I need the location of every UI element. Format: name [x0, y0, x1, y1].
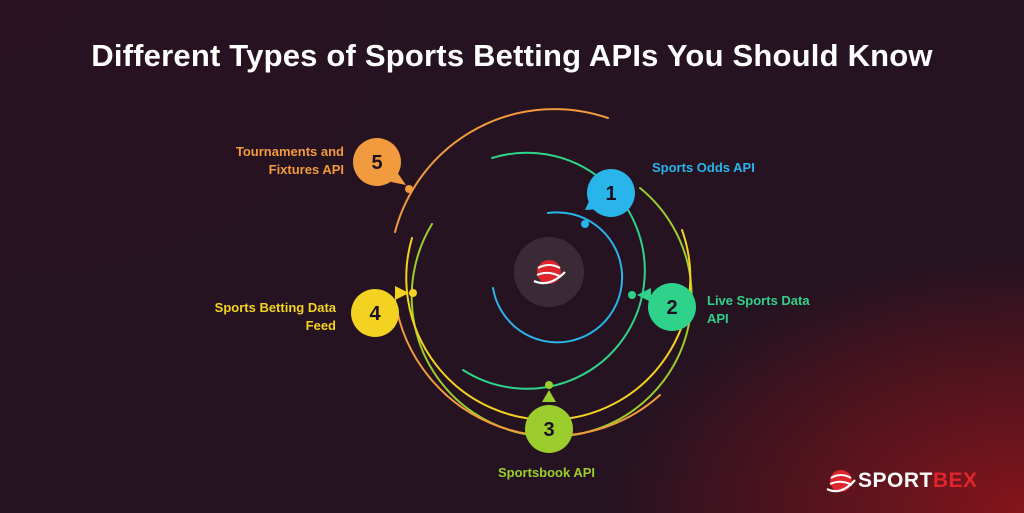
label-2-line2: API [707, 311, 729, 326]
marker-1: 1 [585, 169, 635, 217]
marker-2-pointer [637, 288, 651, 302]
center-logo [514, 237, 584, 307]
label-5-line2: Fixtures API [268, 162, 344, 177]
marker-4-bubble [351, 289, 399, 337]
marker-4-pointer [395, 286, 409, 300]
marker-5-pointer [391, 172, 406, 185]
label-3-line1: Sportsbook API [498, 465, 596, 480]
label-2-line1: Live Sports Data [707, 293, 810, 308]
marker-3: 3 [525, 390, 573, 453]
orbit-arc-1 [492, 211, 624, 344]
page-title: Different Types of Sports Betting APIs Y… [91, 38, 933, 73]
marker-4-number: 4 [369, 303, 381, 325]
label-3: Sportsbook API [498, 464, 595, 482]
label-1: Sports Odds API [652, 159, 755, 177]
marker-5-bubble [353, 138, 401, 186]
marker-3-pointer [542, 390, 556, 402]
marker-3-bubble [525, 405, 573, 453]
marker-4: 4 [351, 286, 409, 337]
label-1-line1: Sports Odds API [652, 160, 755, 175]
label-4-line1: Sports Betting Data [214, 300, 336, 315]
brand-part1: SPORT [858, 469, 933, 492]
label-5-line1: Tournaments and [235, 144, 344, 159]
brand-wordmark: SPORTBEX [858, 469, 978, 493]
connector-dot-3 [545, 381, 553, 389]
connector-dot-1 [581, 220, 589, 228]
label-5: Tournaments and Fixtures API [194, 143, 344, 179]
label-4-line2: Feed [305, 318, 336, 333]
orbit-arc-5 [394, 108, 609, 233]
marker-1-number: 1 [605, 183, 616, 205]
label-2: Live Sports Data API [707, 292, 810, 328]
orbit-arc-2 [462, 151, 646, 390]
connector-dot-4 [409, 289, 417, 297]
brand-part2: BEX [932, 469, 978, 492]
brand-logo: SPORTBEX [826, 466, 1006, 496]
marker-2-bubble [648, 283, 696, 331]
sportbex-globe-icon [826, 470, 856, 493]
orbit-arc-5b [394, 299, 661, 437]
marker-5: 5 [353, 138, 406, 186]
marker-3-number: 3 [543, 419, 554, 441]
marker-2-number: 2 [666, 297, 677, 319]
connector-dot-2 [628, 291, 636, 299]
connector-dot-5 [405, 185, 413, 193]
marker-2: 2 [637, 283, 696, 331]
label-4: Sports Betting Data Feed [186, 299, 336, 335]
marker-5-number: 5 [371, 152, 382, 174]
marker-1-bubble [587, 169, 635, 217]
sportbex-globe-icon [533, 260, 566, 285]
